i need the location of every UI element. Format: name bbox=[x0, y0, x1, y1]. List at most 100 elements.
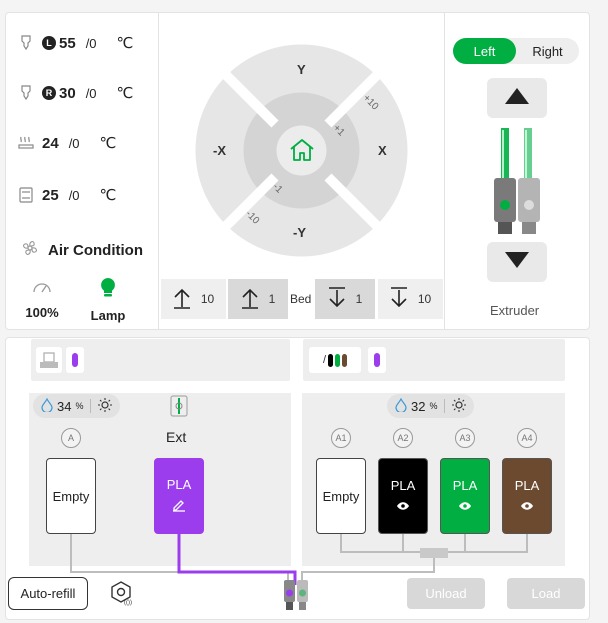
eye-icon[interactable] bbox=[520, 499, 534, 514]
triangle-down-icon bbox=[504, 251, 530, 274]
lamp-label: Lamp bbox=[90, 308, 126, 323]
jog-pad[interactable] bbox=[195, 44, 408, 257]
ams-left-indicator[interactable] bbox=[66, 347, 84, 373]
temp-row-heatbed[interactable]: 24 /0 ℃ bbox=[18, 134, 116, 152]
bed-label: Bed bbox=[290, 292, 312, 306]
single-spool-icon[interactable] bbox=[36, 347, 62, 373]
jog-y-minus[interactable]: -Y bbox=[293, 225, 306, 240]
ams-left-slot-empty[interactable]: Empty bbox=[46, 458, 96, 534]
humidity-value: 34 bbox=[57, 398, 72, 414]
extruder-toggle[interactable]: Left Right bbox=[453, 38, 579, 64]
jog-x-minus[interactable]: -X bbox=[213, 143, 226, 158]
extruder-graphic bbox=[490, 126, 544, 243]
slot-material: PLA bbox=[390, 478, 416, 493]
sun-icon bbox=[452, 397, 467, 415]
ams-right-indicator[interactable] bbox=[368, 347, 386, 373]
temp-unit: ℃ bbox=[116, 85, 134, 102]
right-nozzle-badge: R bbox=[42, 86, 56, 100]
air-condition-label: Air Condition bbox=[48, 242, 143, 259]
bed-down-10-label: 10 bbox=[417, 292, 432, 306]
speed-button[interactable]: 100% bbox=[20, 280, 64, 320]
ams-spools-icon[interactable]: / bbox=[309, 347, 361, 373]
chamber-icon bbox=[18, 187, 34, 203]
right-nozzle-target[interactable]: /0 bbox=[85, 85, 97, 101]
slot-material: Empty bbox=[52, 488, 90, 504]
unload-button[interactable]: Unload bbox=[407, 578, 485, 609]
humidity-unit: % bbox=[429, 401, 438, 411]
bed-up-1-button[interactable]: 1 bbox=[228, 279, 288, 319]
slot-material: PLA bbox=[166, 477, 192, 492]
ams-left-humidity[interactable]: 34 % bbox=[33, 394, 121, 418]
bed-down-1-label: 1 bbox=[355, 292, 363, 306]
eye-icon[interactable] bbox=[396, 499, 410, 514]
temp-unit: ℃ bbox=[116, 35, 134, 52]
svg-text:(()): (()) bbox=[124, 600, 132, 606]
humidity-icon bbox=[41, 397, 53, 415]
extruder-left-tab[interactable]: Left bbox=[453, 38, 516, 64]
slot-material: Empty bbox=[322, 488, 360, 504]
bed-up-10-button[interactable]: 10 bbox=[161, 279, 226, 319]
purple-filament-dot bbox=[72, 353, 78, 367]
slash-divider: / bbox=[322, 354, 327, 366]
divider bbox=[444, 399, 446, 413]
temp-row-chamber[interactable]: 25 /0 ℃ bbox=[18, 186, 116, 204]
nozzle-icon bbox=[18, 35, 34, 51]
ams-slot-a2[interactable]: PLA bbox=[378, 458, 428, 534]
left-nozzle-badge: L bbox=[42, 36, 56, 50]
temp-unit: ℃ bbox=[99, 187, 117, 204]
auto-refill-button[interactable]: Auto-refill bbox=[8, 577, 88, 610]
fan-icon bbox=[20, 238, 40, 263]
slot-label-a2: A2 bbox=[393, 428, 413, 448]
slot-material: PLA bbox=[514, 478, 540, 493]
speed-value: 100% bbox=[25, 305, 59, 320]
slot-material: PLA bbox=[452, 478, 478, 493]
heatbed-icon bbox=[18, 135, 34, 151]
bed-down-1-button[interactable]: 1 bbox=[315, 279, 375, 319]
air-condition-button[interactable]: Air Condition bbox=[20, 238, 143, 263]
edit-icon[interactable] bbox=[172, 498, 186, 515]
jog-x-plus[interactable]: X bbox=[378, 143, 387, 158]
extruder-down-button[interactable] bbox=[487, 242, 547, 282]
temp-unit: ℃ bbox=[99, 135, 117, 152]
ams-settings-icon[interactable]: (()) bbox=[108, 580, 134, 611]
ams-slot-a1[interactable]: Empty bbox=[316, 458, 366, 534]
temp-row-left-nozzle[interactable]: L 55 /0 ℃ bbox=[18, 34, 133, 52]
extruder-right-tab[interactable]: Right bbox=[532, 43, 563, 59]
arrow-down-icon bbox=[328, 286, 346, 312]
ams-slot-a4[interactable]: PLA bbox=[502, 458, 552, 534]
extruder-label: Extruder bbox=[490, 303, 540, 318]
green-spool-dot bbox=[335, 353, 341, 367]
chamber-temp: 25 bbox=[42, 186, 59, 204]
slot-label-a3: A3 bbox=[455, 428, 475, 448]
temp-row-right-nozzle[interactable]: R 30 /0 ℃ bbox=[18, 84, 133, 102]
humidity-unit: % bbox=[75, 401, 84, 411]
ams-slot-a3[interactable]: PLA bbox=[440, 458, 490, 534]
divider bbox=[444, 13, 445, 329]
ams-right-humidity[interactable]: 32 % bbox=[387, 394, 475, 418]
lamp-button[interactable]: Lamp bbox=[88, 277, 128, 323]
ams-left-slot-ext[interactable]: PLA bbox=[154, 458, 204, 534]
right-nozzle-temp: 30 bbox=[59, 84, 76, 102]
home-icon[interactable] bbox=[288, 137, 316, 168]
load-button[interactable]: Load bbox=[507, 578, 585, 609]
purple-filament-dot bbox=[374, 353, 380, 367]
arrow-up-icon bbox=[173, 287, 191, 312]
triangle-up-icon bbox=[504, 87, 530, 110]
divider bbox=[158, 13, 159, 329]
jog-y-plus[interactable]: Y bbox=[297, 62, 306, 77]
ext-label: Ext bbox=[166, 429, 187, 445]
humidity-value: 32 bbox=[411, 398, 426, 414]
chamber-target[interactable]: /0 bbox=[68, 187, 80, 203]
slot-label-a4: A4 bbox=[517, 428, 537, 448]
extruder-up-button[interactable] bbox=[487, 78, 547, 118]
left-nozzle-target[interactable]: /0 bbox=[85, 35, 97, 51]
bed-down-10-button[interactable]: 10 bbox=[378, 279, 443, 319]
nozzle-icon bbox=[18, 85, 34, 101]
heatbed-target[interactable]: /0 bbox=[68, 135, 80, 151]
slot-label-a: A bbox=[61, 428, 81, 448]
eye-icon[interactable] bbox=[458, 499, 472, 514]
divider bbox=[90, 399, 92, 413]
black-spool-dot bbox=[328, 353, 334, 367]
sun-icon bbox=[98, 397, 113, 415]
slot-label-a1: A1 bbox=[331, 428, 351, 448]
